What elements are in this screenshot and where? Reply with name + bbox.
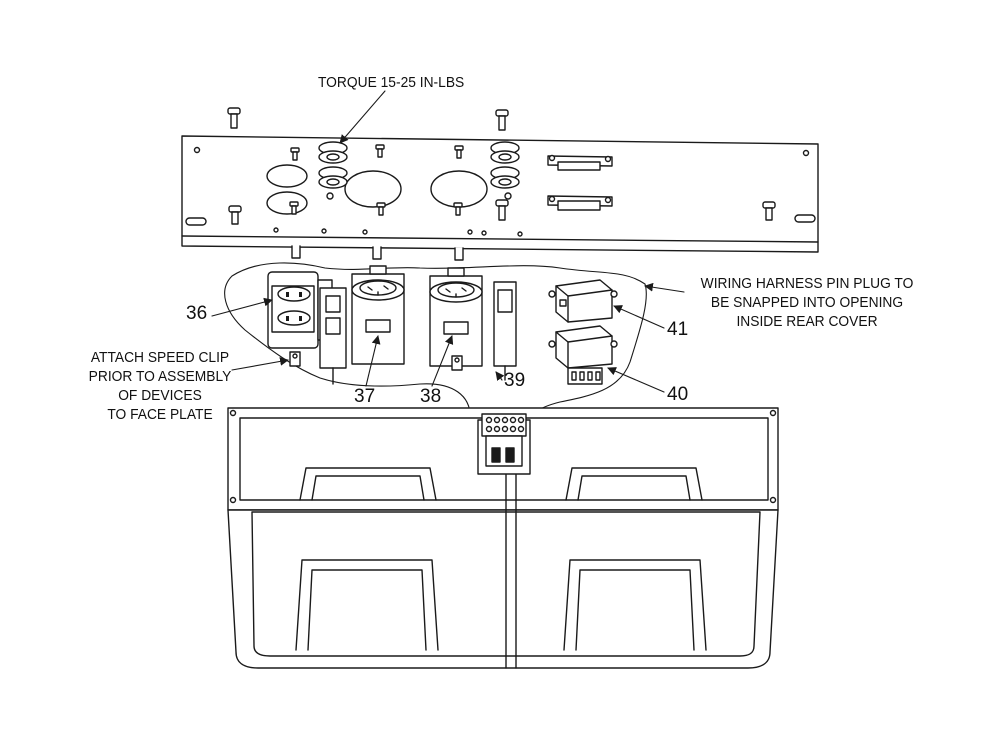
face-plate (181, 135, 819, 253)
speed-clip-note-line: PRIOR TO ASSEMBLY (88, 368, 232, 385)
mounting-screws (227, 107, 776, 225)
twist-lock-receptacle-38 (429, 267, 483, 367)
wiring-harness-note-line: INSIDE REAR COVER (736, 313, 878, 330)
callout-40: 40 (667, 384, 689, 405)
wiring-harness-note-line: BE SNAPPED INTO OPENING (710, 294, 904, 311)
circuit-breaker-39 (493, 281, 517, 381)
wiring-harness-note: WIRING HARNESS PIN PLUG TO BE SNAPPED IN… (674, 274, 941, 331)
leader-lines (211, 90, 685, 393)
speed-clip-note-line: ATTACH SPEED CLIP (90, 349, 230, 366)
rocker-switch-41 (548, 279, 618, 323)
side-device (319, 287, 347, 385)
twist-lock-receptacle-37 (351, 265, 405, 365)
rocker-switch-40 (548, 325, 618, 385)
callout-37: 37 (354, 386, 376, 407)
torque-note: TORQUE 15-25 IN-LBS (318, 74, 465, 91)
callout-36: 36 (186, 303, 208, 324)
wiring-harness-note-line: WIRING HARNESS PIN PLUG TO (700, 275, 914, 292)
locknut-stack-left (318, 141, 348, 189)
speed-clip-note-line: TO FACE PLATE (107, 406, 213, 423)
harness-pin-plug (481, 413, 527, 467)
callout-38: 38 (420, 386, 442, 407)
locknut-stack-right (490, 141, 520, 189)
callout-39: 39 (504, 370, 526, 391)
plate-tabs (291, 245, 464, 261)
callout-41: 41 (667, 319, 689, 340)
speed-clip-note: ATTACH SPEED CLIP PRIOR TO ASSEMBLY OF D… (68, 348, 252, 424)
speed-clip-note-line: OF DEVICES (118, 387, 202, 404)
wiring-harness-outline (224, 262, 647, 478)
speed-clips (289, 351, 463, 371)
